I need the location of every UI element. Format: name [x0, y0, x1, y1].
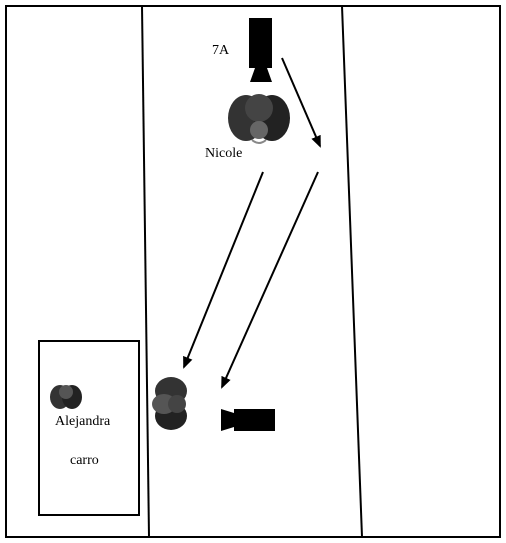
arrow-camera-path [221, 171, 319, 389]
person-head-icon [50, 385, 82, 409]
camera-setup-label: 7A [212, 43, 230, 58]
frame-border [5, 5, 501, 538]
street-left-line [141, 5, 150, 538]
car-label: carro [70, 453, 99, 468]
person-nicole-label: Nicole [205, 146, 243, 161]
video-camera-icon [249, 18, 272, 82]
person-head-icon [152, 377, 187, 430]
arrow-camera-move [281, 57, 321, 148]
person-alejandra-label: Alejandra [55, 414, 111, 429]
street-right-line [341, 5, 363, 538]
car-box [38, 340, 140, 516]
video-camera-icon [221, 409, 275, 431]
arrow-nicole-path [183, 171, 264, 369]
person-head-icon [228, 94, 290, 144]
